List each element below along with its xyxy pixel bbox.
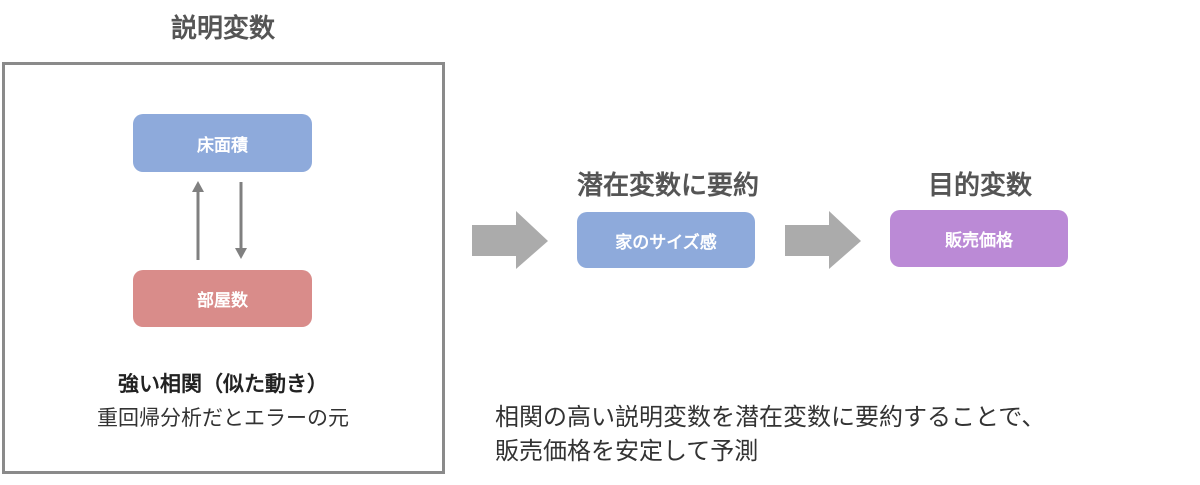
node-room-count: 部屋数 bbox=[133, 270, 312, 327]
arrow-up-icon bbox=[192, 181, 204, 260]
latent-variable-title: 潜在変数に要約 bbox=[576, 171, 759, 201]
explanatory-variables-frame bbox=[2, 62, 445, 474]
regression-error-caption: 重回帰分析だとエラーの元 bbox=[97, 406, 349, 430]
summary-line-1: 相関の高い説明変数を潜在変数に要約することで、 bbox=[495, 403, 1046, 431]
target-variable-title: 目的変数 bbox=[927, 171, 1032, 201]
arrow-down-icon bbox=[235, 182, 247, 259]
flow-arrow-icon bbox=[785, 211, 861, 269]
explanatory-variables-title: 説明変数 bbox=[170, 14, 275, 44]
summary-line-2: 販売価格を安定して予測 bbox=[495, 437, 759, 465]
node-sale-price: 販売価格 bbox=[890, 210, 1068, 267]
node-floor-area: 床面積 bbox=[133, 114, 312, 172]
flow-arrow-icon bbox=[472, 211, 548, 269]
strong-correlation-caption: 強い相関（似た動き） bbox=[118, 372, 328, 396]
node-house-size: 家のサイズ感 bbox=[577, 212, 755, 268]
correlation-arrows bbox=[192, 181, 247, 260]
